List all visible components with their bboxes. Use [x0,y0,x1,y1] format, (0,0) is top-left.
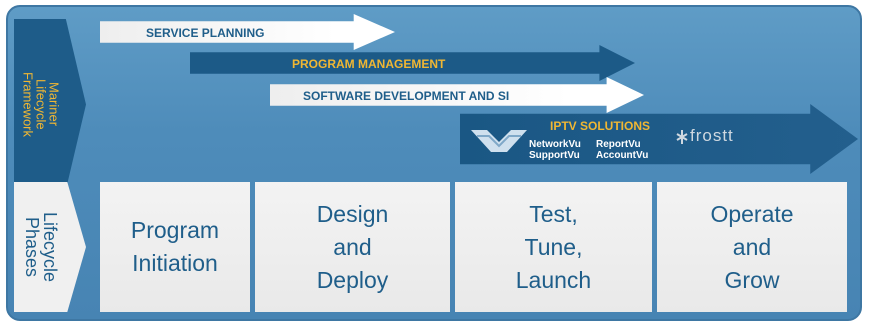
phase-label: Operate and Grow [710,200,794,293]
reportvu-label: ReportVu [596,139,641,150]
phase-design-deploy: Design and Deploy [255,182,450,312]
iptv-solutions-arrow [460,104,858,174]
phase-label: Program Initiation [130,217,220,276]
phase-program-initiation: Program Initiation [100,182,250,312]
phases-label: Lifecycle Phases [22,211,60,283]
iptv-solutions-label: IPTV SOLUTIONS [550,119,651,133]
framework-label: Mariner Lifecycle Framework [20,71,62,137]
frost-snowflake-icon [676,130,688,144]
frost-logo: frostt [690,126,734,145]
supportvu-label: SupportVu [529,150,580,161]
phase-operate-grow: Operate and Grow [657,182,847,312]
phase-label: Design and Deploy [316,200,389,293]
service-planning-label: SERVICE PLANNING [146,26,265,40]
phase-test-tune-launch: Test, Tune, Launch [455,182,652,312]
software-development-label: SOFTWARE DEVELOPMENT AND SI [303,89,510,103]
program-management-label: PROGRAM MANAGEMENT [292,57,446,71]
vu-logo [471,130,527,152]
networkvu-label: NetworkVu [529,139,581,150]
accountvu-label: AccountVu [596,150,649,161]
phase-label: Test, Tune, Launch [515,200,592,293]
